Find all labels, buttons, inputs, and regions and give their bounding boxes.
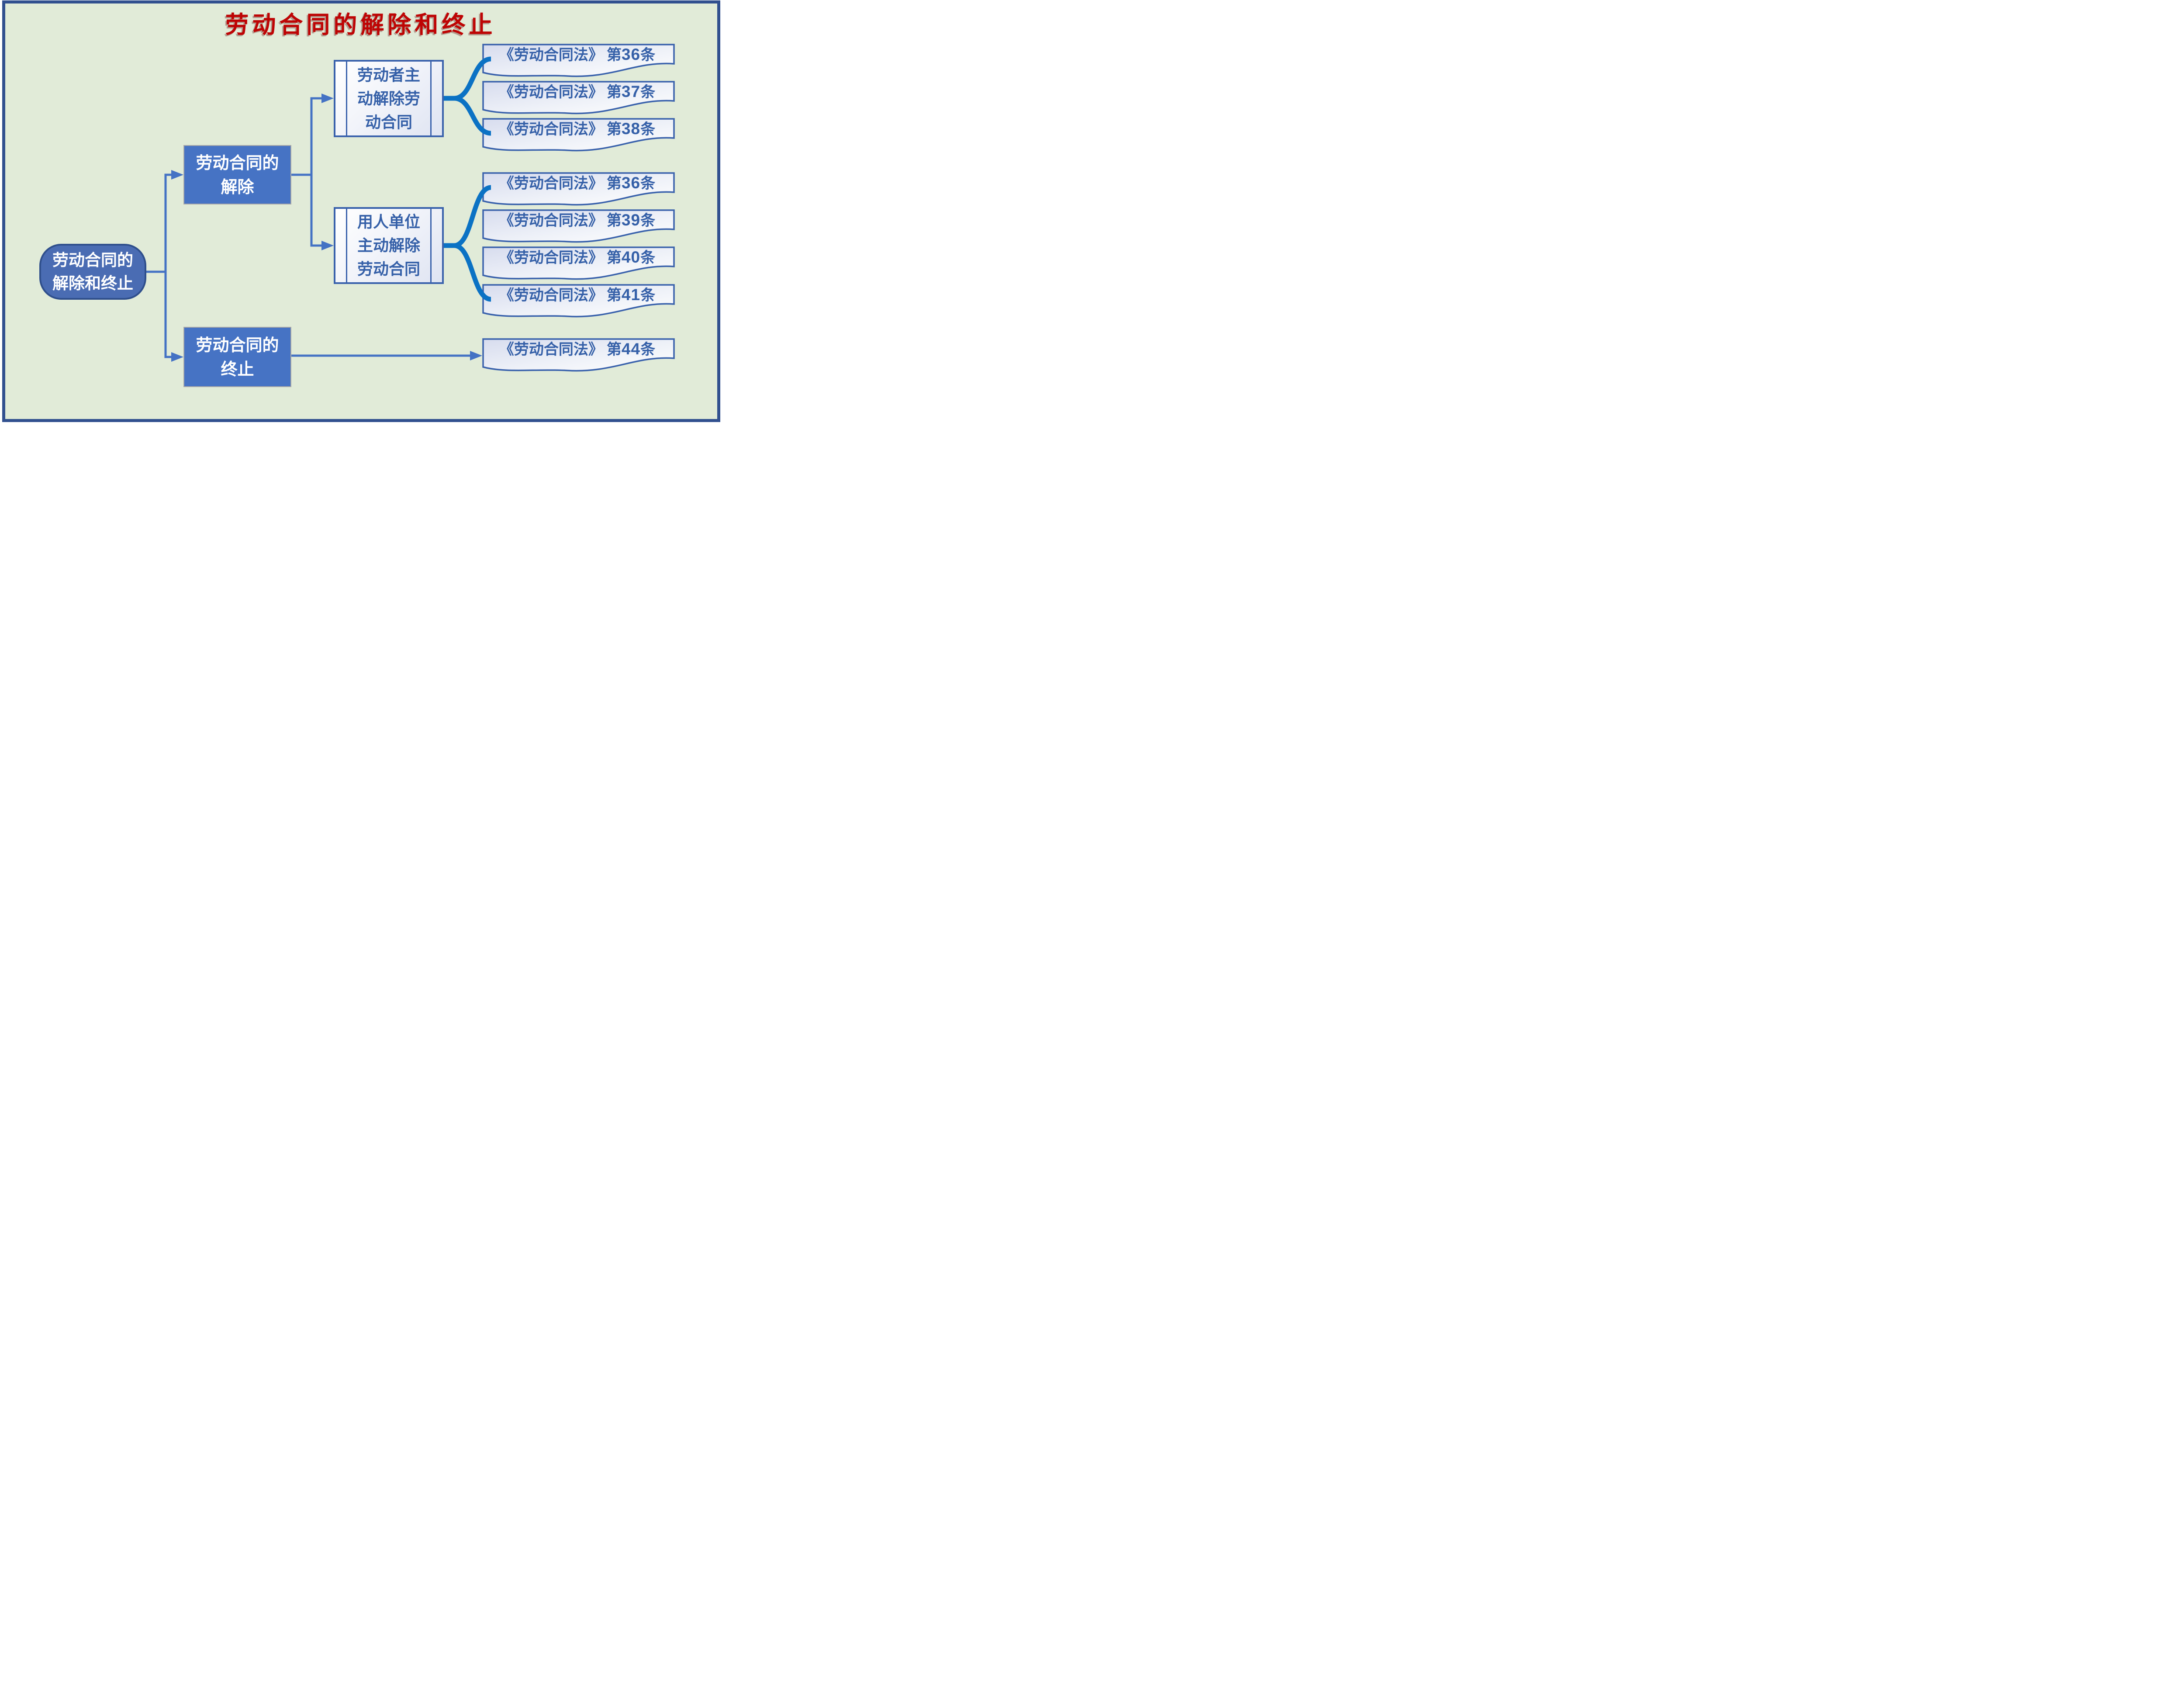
- article-number: 40: [621, 248, 641, 266]
- article-number: 37: [621, 83, 641, 100]
- document-shape: [482, 81, 675, 114]
- article-suffix: 条: [640, 121, 656, 138]
- article-number: 41: [621, 286, 641, 304]
- article-prefix: 第: [606, 341, 622, 358]
- document-label: 《劳动合同法》第36条: [482, 45, 672, 65]
- document-shape: [482, 338, 675, 372]
- document-employer-article-41: 《劳动合同法》第41条: [482, 284, 675, 319]
- article-prefix: 第: [606, 46, 622, 64]
- node-employer-line1: 用人单位: [357, 213, 420, 231]
- document-label: 《劳动合同法》第44条: [482, 339, 672, 359]
- article-prefix: 第: [606, 121, 622, 138]
- law-name: 《劳动合同法》: [499, 212, 603, 229]
- document-label: 《劳动合同法》第37条: [482, 82, 672, 102]
- document-employer-article-39: 《劳动合同法》第39条: [482, 209, 675, 244]
- document-label: 《劳动合同法》第39条: [482, 211, 672, 230]
- node-worker-line1: 劳动者主: [357, 66, 420, 84]
- law-name: 《劳动合同法》: [499, 83, 603, 101]
- article-prefix: 第: [606, 83, 622, 101]
- document-employer-article-36: 《劳动合同法》第36条: [482, 172, 675, 207]
- document-worker-article-36: 《劳动合同法》第36条: [482, 44, 675, 79]
- article-prefix: 第: [606, 212, 622, 229]
- article-prefix: 第: [606, 249, 622, 267]
- slide-page: 劳动合同的解除和终止 劳动合同的 解除和终止 劳动合同的 解除 劳动合同的 终止…: [0, 0, 721, 422]
- article-number: 44: [621, 340, 641, 358]
- process-inner-line-left: [346, 62, 347, 135]
- node-contract-dissolution: 劳动合同的 解除: [183, 145, 291, 204]
- document-termination-article-44: 《劳动合同法》第44条: [482, 338, 675, 373]
- node-dissolution-line1: 劳动合同的: [196, 152, 279, 173]
- article-number: 38: [621, 120, 641, 138]
- document-shape: [482, 118, 675, 152]
- document-label: 《劳动合同法》第38条: [482, 119, 672, 139]
- document-label: 《劳动合同法》第36条: [482, 173, 672, 193]
- article-suffix: 条: [640, 83, 656, 101]
- article-prefix: 第: [606, 287, 622, 304]
- law-name: 《劳动合同法》: [499, 341, 603, 358]
- node-contract-termination: 劳动合同的 终止: [183, 327, 291, 387]
- article-number: 36: [621, 174, 641, 192]
- process-inner-line-right: [430, 209, 432, 282]
- node-termination-line1: 劳动合同的: [196, 335, 279, 355]
- law-name: 《劳动合同法》: [499, 46, 603, 64]
- node-employer-initiated-dissolution: 用人单位 主动解除 劳动合同: [334, 207, 444, 284]
- node-worker-line2: 动解除劳: [357, 89, 420, 108]
- article-suffix: 条: [640, 46, 656, 64]
- document-employer-article-40: 《劳动合同法》第40条: [482, 246, 675, 281]
- document-shape: [482, 246, 675, 280]
- node-root-line1: 劳动合同的: [52, 250, 133, 270]
- document-shape: [482, 44, 675, 77]
- node-dissolution-line2: 解除: [221, 177, 254, 197]
- node-worker-initiated-dissolution: 劳动者主 动解除劳 动合同: [334, 60, 444, 137]
- document-label: 《劳动合同法》第40条: [482, 248, 672, 267]
- document-shape: [482, 209, 675, 243]
- process-inner-line-right: [430, 62, 432, 135]
- document-shape: [482, 284, 675, 318]
- node-worker-line3: 动合同: [365, 113, 412, 132]
- document-shape: [482, 172, 675, 206]
- document-worker-article-37: 《劳动合同法》第37条: [482, 81, 675, 116]
- node-employer-line3: 劳动合同: [357, 260, 420, 278]
- page-title: 劳动合同的解除和终止: [225, 10, 496, 38]
- node-root-contract-termination: 劳动合同的 解除和终止: [39, 244, 146, 300]
- article-prefix: 第: [606, 175, 622, 192]
- article-suffix: 条: [640, 341, 656, 358]
- law-name: 《劳动合同法》: [499, 121, 603, 138]
- document-worker-article-38: 《劳动合同法》第38条: [482, 118, 675, 153]
- article-suffix: 条: [640, 249, 656, 267]
- article-suffix: 条: [640, 212, 656, 229]
- law-name: 《劳动合同法》: [499, 287, 603, 304]
- process-inner-line-left: [346, 209, 347, 282]
- node-termination-line2: 终止: [221, 359, 254, 379]
- node-employer-line2: 主动解除: [357, 236, 420, 255]
- node-root-line2: 解除和终止: [52, 274, 133, 293]
- law-name: 《劳动合同法》: [499, 175, 603, 192]
- article-number: 39: [621, 211, 641, 229]
- law-name: 《劳动合同法》: [499, 249, 603, 267]
- article-number: 36: [621, 45, 641, 63]
- article-suffix: 条: [640, 287, 656, 304]
- document-label: 《劳动合同法》第41条: [482, 285, 672, 305]
- article-suffix: 条: [640, 175, 656, 192]
